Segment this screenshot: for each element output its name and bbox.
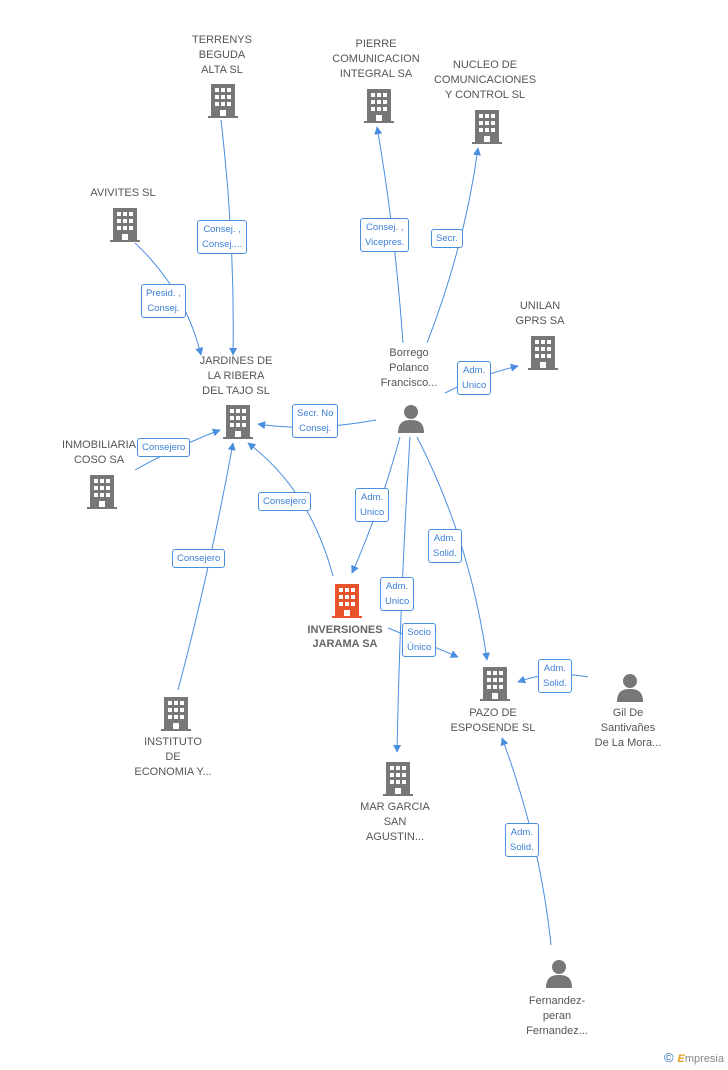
edge-label[interactable]: Presid. , Consej. <box>141 284 186 318</box>
edge-label[interactable]: Consej. , Consej.... <box>197 220 248 254</box>
edge-label[interactable]: Socio Único <box>402 623 437 657</box>
edge-label[interactable]: Secr. No Consej. <box>292 404 339 438</box>
person-icon[interactable] <box>396 403 426 433</box>
edge-label[interactable]: Consej. , Vicepres. <box>360 218 410 252</box>
node-label-inversiones[interactable]: INVERSIONES JARAMA SA <box>307 624 383 650</box>
building-icon[interactable] <box>472 110 502 144</box>
node-label-instituto[interactable]: INSTITUTO DE ECONOMIA Y... <box>134 736 212 778</box>
node-label-fernandez[interactable]: Fernandez- peran Fernandez... <box>526 995 588 1037</box>
edge-instituto-jardines <box>177 442 236 691</box>
edge-label[interactable]: Adm. Unico <box>380 577 415 611</box>
edge-label[interactable]: Secr. <box>431 229 463 248</box>
edge-label[interactable]: Consejero <box>258 492 312 511</box>
edge-label[interactable]: Adm. Solid. <box>428 529 462 563</box>
person-icon[interactable] <box>615 672 645 702</box>
edge-label[interactable]: Consejero <box>137 438 191 457</box>
building-icon-highlighted[interactable] <box>332 584 362 618</box>
brand-name: mpresia <box>684 1053 724 1065</box>
person-icon[interactable] <box>544 958 574 988</box>
building-icon[interactable] <box>161 697 191 731</box>
building-icon[interactable] <box>480 667 510 701</box>
edge-label[interactable]: Adm. Unico <box>457 361 492 395</box>
building-icon[interactable] <box>223 405 253 439</box>
node-label-inmobiliaria[interactable]: INMOBILIARIA COSO SA <box>62 439 136 466</box>
edge-label[interactable]: Consejero <box>172 549 226 568</box>
node-label-unilan[interactable]: UNILAN GPRS SA <box>515 300 565 327</box>
brand-initial: E <box>677 1053 685 1065</box>
copyright-icon: © <box>663 1050 674 1065</box>
building-icon[interactable] <box>528 336 558 370</box>
node-label-terrenys[interactable]: TERRENYS BEGUDA ALTA SL <box>192 34 252 76</box>
edge-label[interactable]: Adm. Solid. <box>538 659 572 693</box>
building-icon[interactable] <box>383 762 413 796</box>
building-icon[interactable] <box>364 89 394 123</box>
edge-label[interactable]: Adm. Unico <box>355 488 390 522</box>
node-label-margarcia[interactable]: MAR GARCIA SAN AGUSTIN... <box>360 801 430 843</box>
building-icon[interactable] <box>110 208 140 242</box>
node-label-avivites[interactable]: AVIVITES SL <box>90 187 156 199</box>
building-icon[interactable] <box>208 84 238 118</box>
node-label-gil[interactable]: Gil De Santivañes De La Mora... <box>594 707 662 749</box>
node-label-jardines[interactable]: JARDINES DE LA RIBERA DEL TAJO SL <box>199 355 273 397</box>
building-icon[interactable] <box>87 475 117 509</box>
node-label-pazo[interactable]: PAZO DE ESPOSENDE SL <box>450 707 536 734</box>
brand-mark: ©Empresia <box>664 1050 724 1065</box>
node-label-nucleo[interactable]: NUCLEO DE COMUNICACIONES Y CONTROL SL <box>433 59 537 101</box>
node-label-pierre[interactable]: PIERRE COMUNICACION INTEGRAL SA <box>332 38 420 80</box>
edge-label[interactable]: Adm. Solid. <box>505 823 539 857</box>
node-label-borrego[interactable]: Borrego Polanco Francisco... <box>380 347 438 389</box>
